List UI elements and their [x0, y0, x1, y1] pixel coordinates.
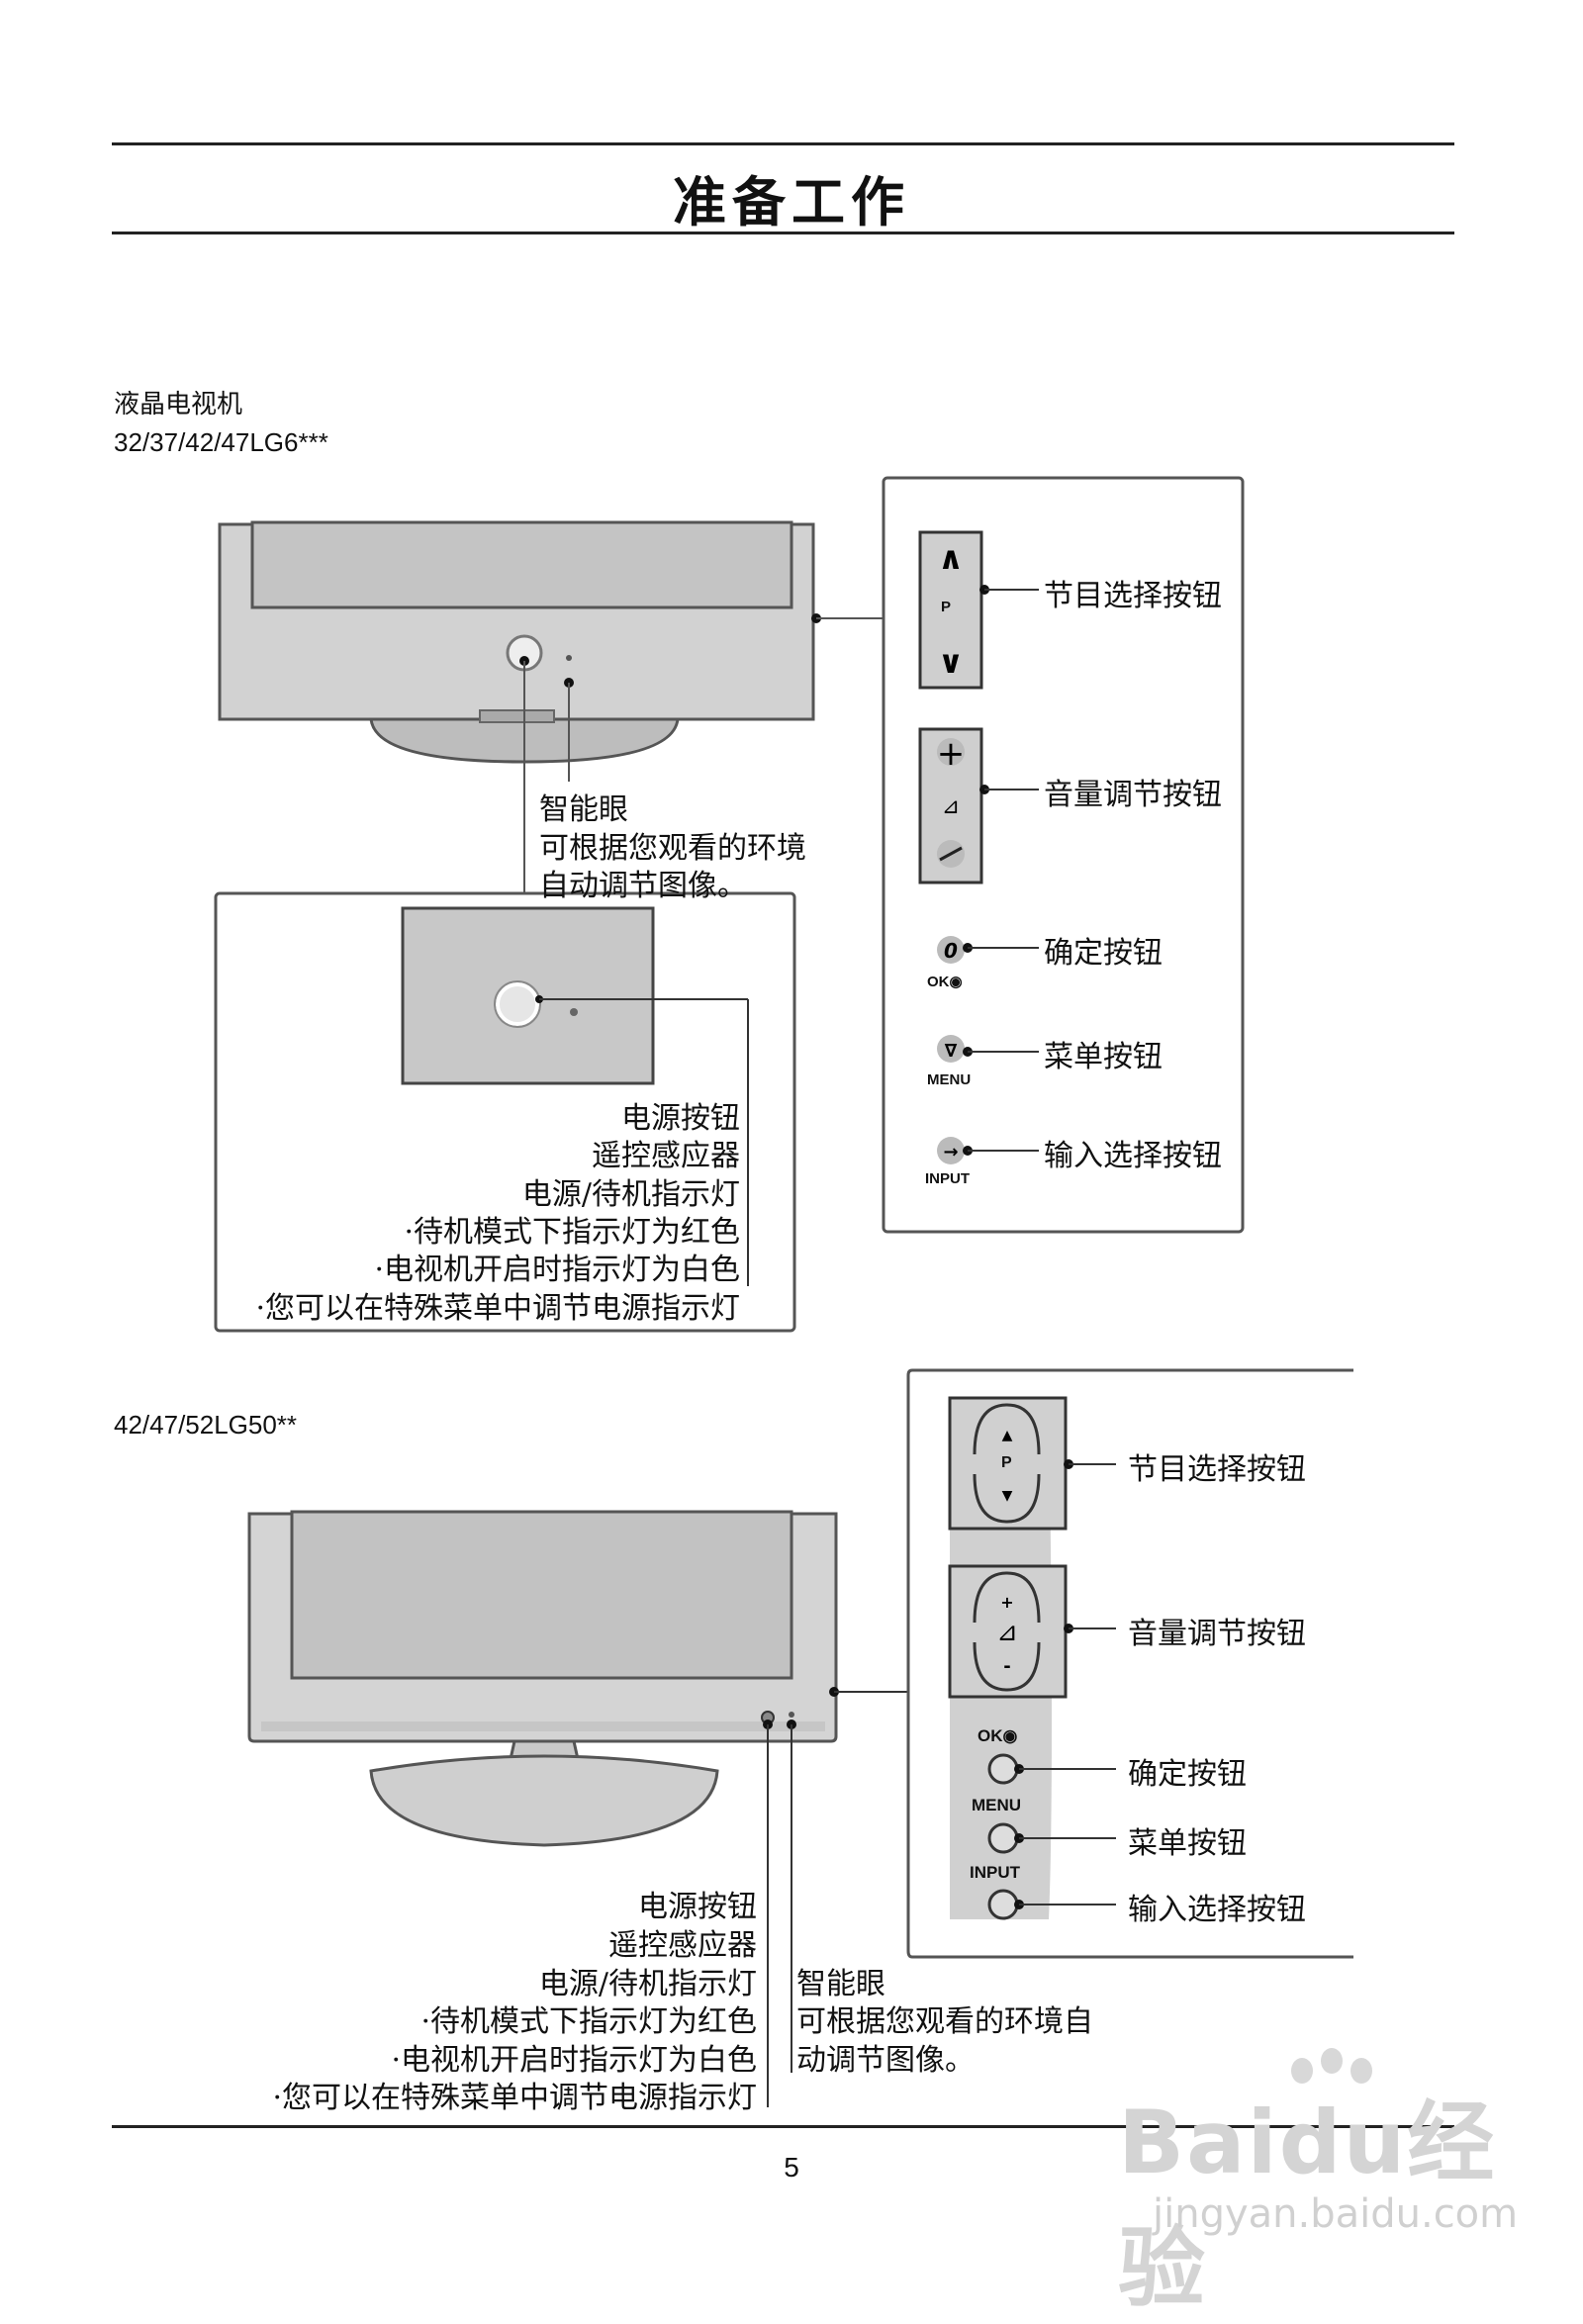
input-text-2: INPUT: [970, 1863, 1020, 1882]
power-line3-1: 电源/待机指示灯: [521, 1177, 740, 1212]
power-line4-1: ·待机模式下指示灯为红色: [404, 1215, 740, 1250]
svg-text:▼: ▼: [1002, 1488, 1013, 1504]
ok-label-2: 确定按钮: [1128, 1757, 1247, 1792]
watermark-url: jingyan.baidu.com: [1153, 2191, 1519, 2237]
input-label-1: 输入选择按钮: [1044, 1139, 1222, 1173]
watermark-brand: Baidu经验: [1118, 2092, 1497, 2319]
power-line1-1: 电源按钮: [621, 1101, 740, 1136]
power-line2-2: 遥控感应器: [608, 1928, 757, 1963]
smart-eye-line2-1: 自动调节图像。: [539, 869, 747, 903]
svg-text:∨: ∨: [938, 643, 964, 681]
svg-text:⊿: ⊿: [996, 1618, 1018, 1647]
input-label-2: 输入选择按钮: [1128, 1893, 1306, 1927]
menu-text-1: MENU: [927, 1071, 972, 1088]
svg-text:∇: ∇: [945, 1041, 958, 1062]
menu-text-2: MENU: [972, 1796, 1022, 1814]
top-rule: [112, 142, 1454, 145]
svg-text:▲: ▲: [1002, 1428, 1013, 1443]
bottom-rule: [112, 2125, 1454, 2128]
ok-label-1: 确定按钮: [1044, 936, 1163, 971]
p-label-2: P: [1001, 1454, 1012, 1471]
svg-text:+: +: [937, 734, 966, 774]
smart-eye-title-2: 智能眼: [796, 1967, 885, 2001]
power-line5-1: ·电视机开启时指示灯为白色: [374, 1253, 740, 1287]
title-rule: [112, 232, 1454, 234]
volume-label-1: 音量调节按钮: [1044, 778, 1222, 812]
ok-text-2: OK◉: [978, 1726, 1018, 1745]
power-line1-2: 电源按钮: [638, 1890, 757, 1924]
menu-label-2: 菜单按钮: [1128, 1826, 1247, 1861]
svg-text:⊿: ⊿: [942, 794, 960, 819]
smart-eye-line2-2: 动调节图像。: [796, 2043, 975, 2078]
page-number: 5: [784, 2152, 799, 2183]
svg-text:+: +: [1000, 1593, 1013, 1612]
input-text-1: INPUT: [925, 1170, 970, 1187]
svg-text:0: 0: [944, 939, 958, 963]
smart-eye-line1-2: 可根据您观看的环境自: [796, 2004, 1093, 2039]
volume-label-2: 音量调节按钮: [1128, 1617, 1306, 1651]
model-number-1: 32/37/42/47LG6***: [114, 427, 328, 457]
program-label-1: 节目选择按钮: [1044, 579, 1222, 613]
power-line6-2: ·您可以在特殊菜单中调节电源指示灯: [272, 2081, 757, 2115]
section-heading: 液晶电视机: [114, 389, 243, 418]
tv-stand-2: [369, 1754, 719, 1847]
smart-eye-line1-1: 可根据您观看的环境: [539, 831, 806, 866]
power-line6-1: ·您可以在特殊菜单中调节电源指示灯: [255, 1291, 740, 1326]
page-title: 准备工作: [673, 171, 910, 233]
p-label-1: P: [941, 599, 952, 615]
watermark-paw-icon: [1291, 2058, 1313, 2084]
power-line5-2: ·电视机开启时指示灯为白色: [391, 2043, 757, 2078]
model-number-2: 42/47/52LG50**: [114, 1410, 298, 1440]
smart-eye-title-1: 智能眼: [539, 792, 628, 827]
tv-screen-1: [250, 520, 793, 609]
svg-text:∧: ∧: [938, 539, 964, 577]
power-line2-1: 遥控感应器: [592, 1139, 740, 1173]
svg-text:-: -: [1003, 1656, 1010, 1677]
menu-label-1: 菜单按钮: [1044, 1040, 1163, 1074]
ok-text-1: OK◉: [927, 974, 963, 990]
power-line4-2: ·待机模式下指示灯为红色: [420, 2004, 757, 2039]
svg-text:→: →: [943, 1142, 958, 1162]
tv-screen-2: [290, 1510, 793, 1680]
power-line3-2: 电源/待机指示灯: [538, 1967, 757, 2001]
program-label-2: 节目选择按钮: [1128, 1452, 1306, 1487]
